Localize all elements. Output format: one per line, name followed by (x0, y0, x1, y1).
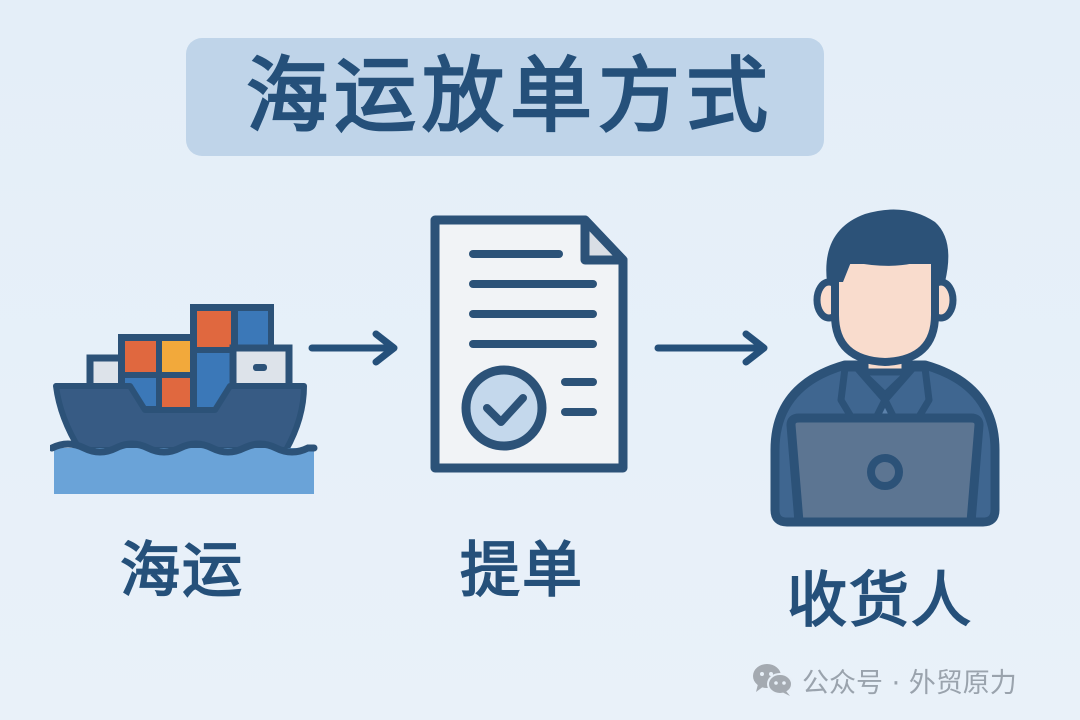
bill-of-lading-document-icon (430, 215, 628, 473)
step-label-shipping: 海运 (120, 536, 244, 606)
arrow-right-icon (308, 330, 398, 366)
cargo-ship-icon (50, 304, 318, 494)
watermark: 公众号 · 外贸原力 (752, 660, 1017, 700)
step-label-bill-of-lading: 提单 (460, 536, 584, 606)
title-banner (186, 38, 824, 156)
wechat-icon (753, 664, 793, 696)
step-label-consignee: 收货人 (787, 566, 973, 636)
page-title: 海运放单方式 (246, 49, 775, 144)
watermark-text: 公众号 · 外贸原力 (802, 667, 1017, 699)
arrow-right-icon (654, 330, 768, 366)
consignee-person-laptop-icon (770, 209, 1000, 527)
